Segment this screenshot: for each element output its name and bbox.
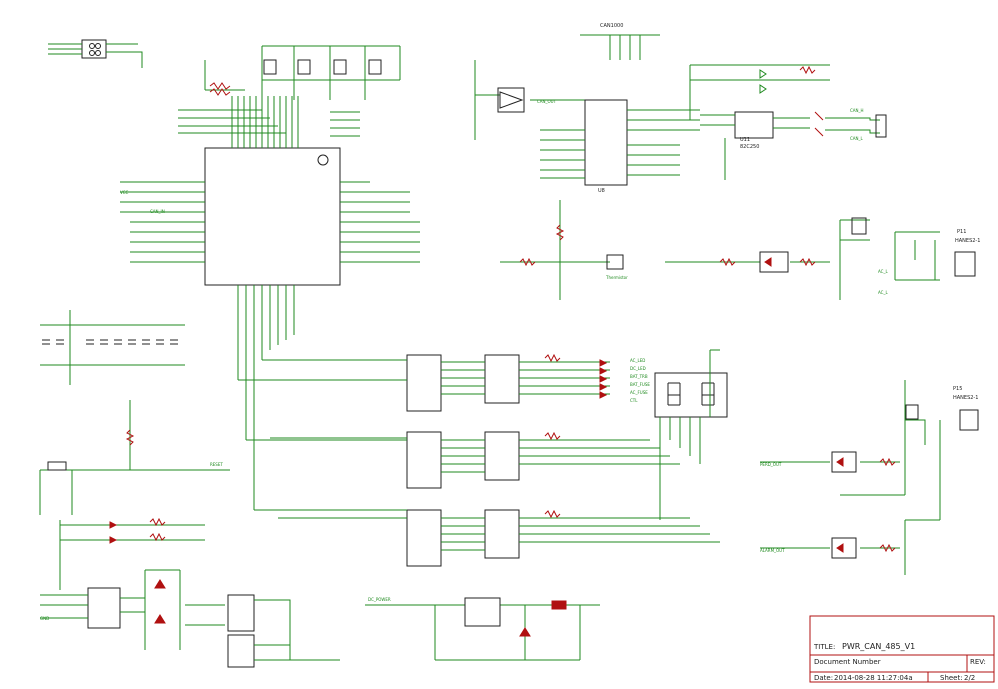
- date-value: 2014-08-28 11:27:04a: [834, 674, 913, 682]
- reset-circuit: RESET: [39, 400, 230, 515]
- decoupling-caps-left: [40, 310, 185, 385]
- thermistor-label: Thermistor: [605, 275, 628, 280]
- shift-register-rows: AC_LED DC_LED BAT_TRB BAT_FUSE AC_FUSE: [238, 353, 720, 567]
- dc-power-label: DC_POWER: [368, 597, 391, 602]
- relay-opto-circuit: P11 HANES2-1 AC_L AC_L: [665, 217, 980, 300]
- thermistor-circuit: Thermistor: [500, 200, 628, 300]
- seven-segment-display: [654, 349, 728, 520]
- title-value: PWR_CAN_485_V1: [842, 642, 915, 651]
- connector-p6: [48, 39, 143, 68]
- capacitor-bank-top: [204, 45, 401, 100]
- can-chip-refdes: U8: [598, 188, 605, 194]
- bat-fuse-label: BAT_FUSE: [630, 382, 650, 387]
- ac-l2-label: AC_L: [878, 290, 888, 295]
- vcc-net-label: VCC: [120, 190, 129, 195]
- led-indicators-left: [59, 517, 205, 590]
- perd-out-label: PERD_OUT: [760, 462, 782, 467]
- title-block: TITLE: PWR_CAN_485_V1 Document Number RE…: [809, 615, 995, 683]
- can-in-net-label: CAN_IN: [150, 209, 165, 214]
- u11-value: 82C250: [740, 144, 759, 150]
- p11-refdes: P11: [957, 229, 966, 235]
- bat-trb-label: BAT_TRB: [630, 374, 648, 379]
- can-out-label: CAN_OUT: [537, 99, 557, 104]
- document-number-label: Document Number: [814, 658, 881, 666]
- dc-led-label: DC_LED: [630, 366, 646, 371]
- gnd-net-label: GND: [40, 616, 49, 621]
- ac-led-label: AC_LED: [630, 358, 645, 363]
- mcu-chip: [120, 96, 420, 510]
- ac-l-label: AC_L: [878, 269, 888, 274]
- power-supply: DC_POWER: [365, 597, 600, 661]
- ac-fuse-label: AC_FUSE: [630, 390, 648, 395]
- sheet-label: Sheet:: [940, 674, 963, 682]
- ctl-label: CTL: [630, 398, 638, 403]
- p15-value: HANES2-1: [953, 395, 978, 401]
- reset-net-label: RESET: [210, 462, 223, 467]
- rs485-transceiver: [40, 569, 340, 668]
- title-label: TITLE:: [813, 643, 835, 651]
- can-l-label: CAN_L: [850, 136, 864, 141]
- p11-value: HANES2-1: [955, 238, 980, 244]
- p15-refdes: P15: [953, 386, 962, 392]
- date-label: Date:: [814, 674, 833, 682]
- can-h-label: CAN_H: [850, 108, 864, 113]
- u11-refdes: U11: [740, 137, 750, 143]
- can-section: CAN1000 CAN_OUT U8 U11 82C250 CAN_H CAN_…: [474, 23, 887, 194]
- alarm-out-label: ALARM_OUT: [760, 548, 785, 553]
- output-drivers-right: P15 HANES2-1 PERD_OUT ALARM_OUT: [760, 380, 979, 575]
- sheet-value: 2/2: [964, 674, 975, 682]
- mcu-top-label: CAN1000: [600, 23, 623, 29]
- rev-label: REV:: [970, 658, 986, 666]
